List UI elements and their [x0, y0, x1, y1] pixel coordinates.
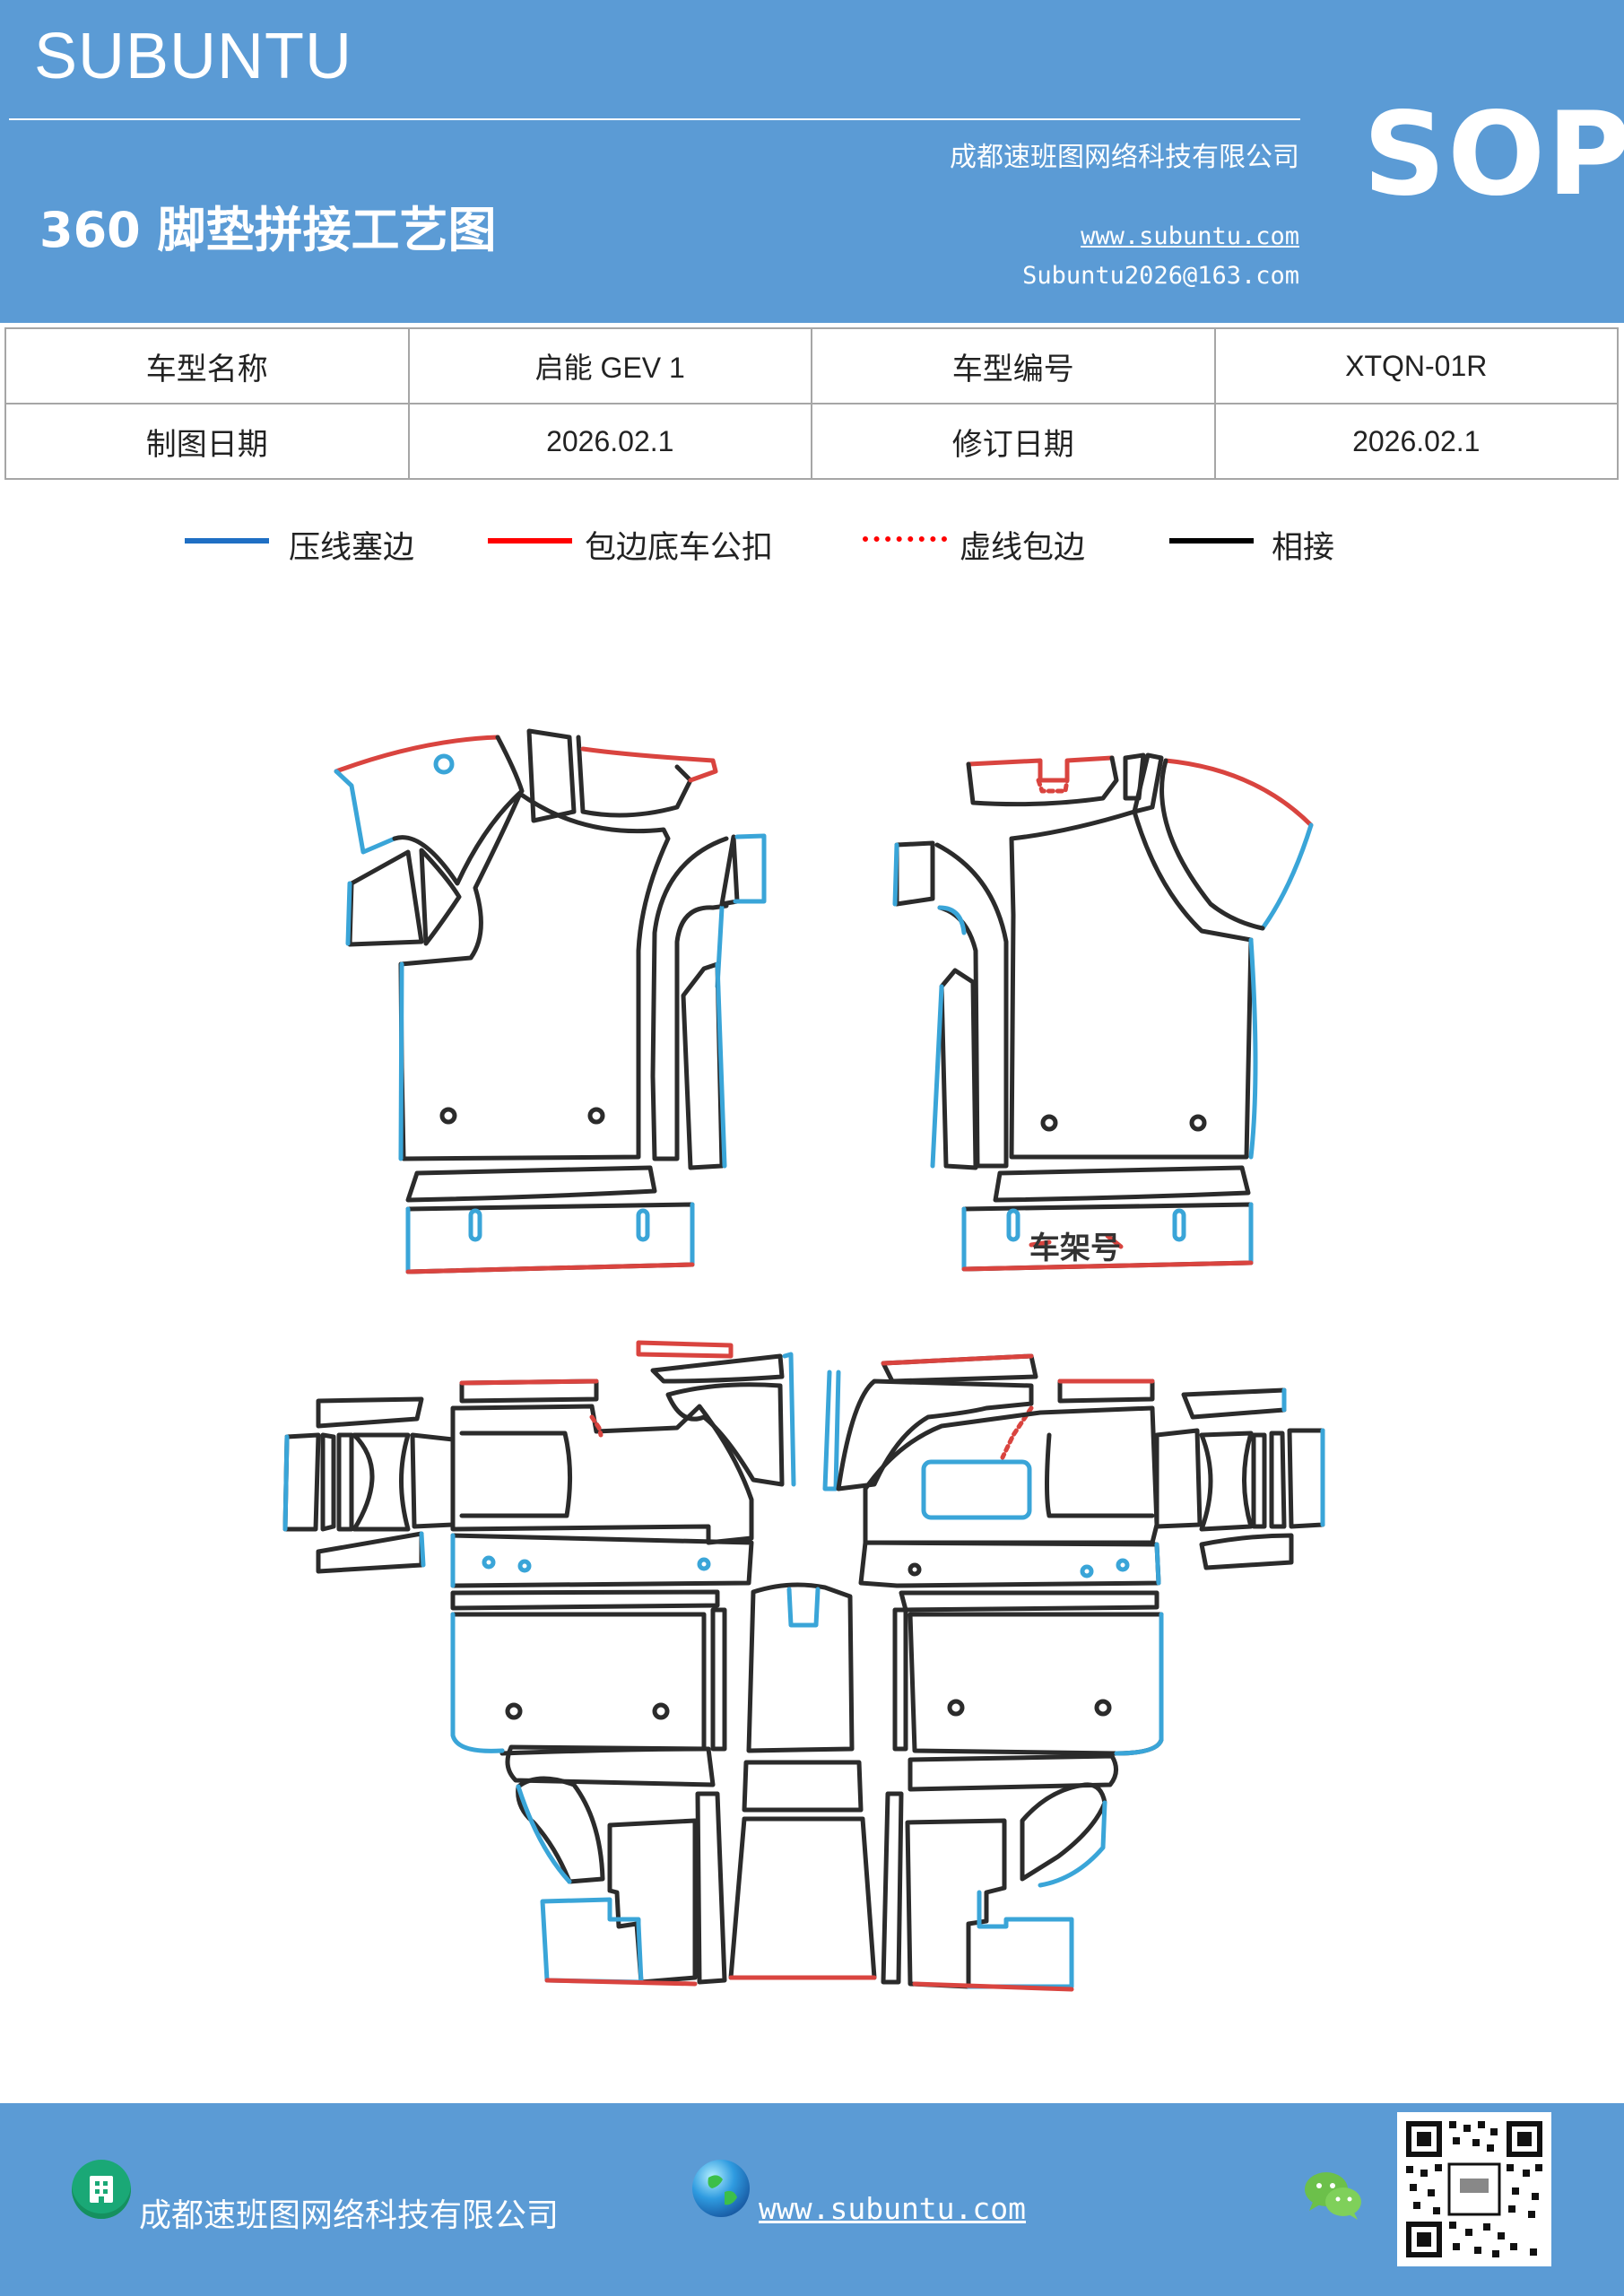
- model-code-value: XTQN-01R: [1213, 327, 1619, 404]
- front-right-mat-group: [892, 752, 1314, 1272]
- table-row: 制图日期 2026.02.1 修订日期 2026.02.1: [4, 403, 1619, 480]
- qr-code-glyph: [1406, 2121, 1542, 2257]
- model-name-value: 启能 GEV 1: [407, 327, 812, 404]
- qr-code-icon[interactable]: [1397, 2112, 1551, 2266]
- rear-mat-center-group: [728, 1582, 877, 1980]
- footer-website-link[interactable]: www.subuntu.com: [759, 2191, 1027, 2226]
- building-glyph: [90, 2176, 113, 2203]
- draw-date-label: 制图日期: [4, 403, 410, 480]
- legend-swatch-red-dotted: [863, 536, 947, 542]
- header-company-name: 成都速班图网络科技有限公司: [950, 142, 1299, 173]
- footer-banner: 成都速班图网络科技有限公司 www.subuntu.com: [0, 2103, 1624, 2296]
- building-icon: [72, 2160, 131, 2219]
- rear-mat-left-group: [282, 1340, 796, 1987]
- front-left-mat-group: [334, 728, 767, 1274]
- rear-mat-right-group: [822, 1353, 1325, 1992]
- vehicle-info-table: 车型名称 启能 GEV 1 车型编号 XTQN-01R 制图日期 2026.02…: [4, 327, 1619, 480]
- legend-swatch-red: [488, 538, 572, 544]
- legend-label: 相接: [1272, 530, 1335, 566]
- line-legend: 压线塞边 包边底车公扣 虚线包边 相接: [0, 520, 1624, 574]
- legend-label: 包边底车公扣: [585, 530, 774, 566]
- globe-glyph: [708, 2175, 737, 2205]
- header-divider: [9, 118, 1300, 120]
- legend-label: 虚线包边: [960, 530, 1086, 566]
- header-email[interactable]: Subuntu2026@163.com: [1022, 262, 1299, 290]
- table-row: 车型名称 启能 GEV 1 车型编号 XTQN-01R: [4, 327, 1619, 404]
- wechat-icon[interactable]: [1302, 2168, 1365, 2222]
- revise-date-value: 2026.02.1: [1213, 403, 1619, 480]
- header-website-link[interactable]: www.subuntu.com: [1081, 222, 1299, 250]
- legend-swatch-blue: [185, 538, 269, 544]
- frame-number-label: 车架号: [1029, 1231, 1121, 1266]
- footer-company-name: 成都速班图网络科技有限公司: [139, 2197, 560, 2234]
- draw-date-value: 2026.02.1: [407, 403, 812, 480]
- floor-mat-diagram: [282, 728, 1325, 1992]
- legend-label: 压线塞边: [289, 530, 415, 566]
- brand-logo-text: SUBUNTU: [34, 21, 353, 92]
- wechat-glyph: [1305, 2172, 1361, 2220]
- document-title: 360 脚垫拼接工艺图: [39, 202, 497, 258]
- legend-swatch-black: [1169, 538, 1254, 544]
- header-banner: SUBUNTU 成都速班图网络科技有限公司 360 脚垫拼接工艺图 www.su…: [0, 0, 1624, 323]
- revise-date-label: 修订日期: [811, 403, 1216, 480]
- model-name-label: 车型名称: [4, 327, 410, 404]
- globe-icon: [692, 2160, 750, 2217]
- model-code-label: 车型编号: [811, 327, 1216, 404]
- sop-badge: SOP: [1363, 88, 1624, 222]
